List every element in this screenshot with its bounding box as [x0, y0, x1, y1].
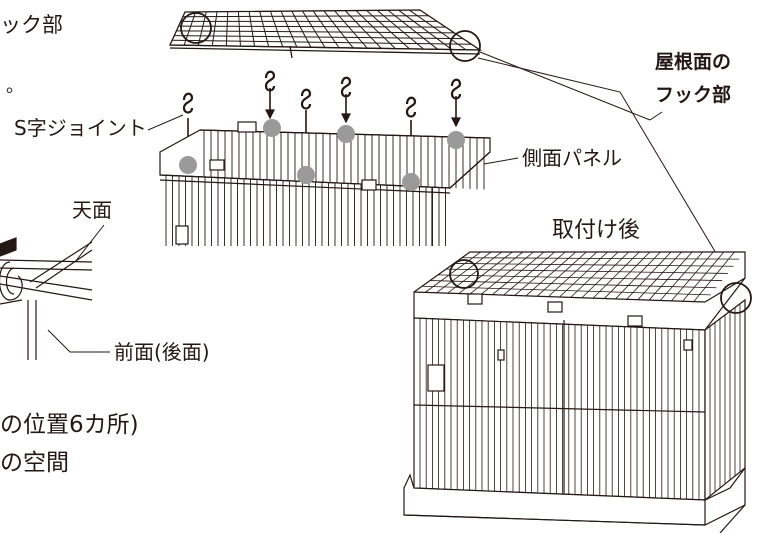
- roof-hook-circle-right: [449, 30, 481, 62]
- roof-panel: [168, 9, 483, 59]
- joint-position-marker: [179, 156, 197, 174]
- label-front-back: 前面(後面): [114, 340, 210, 364]
- joint-position-marker: [402, 173, 420, 191]
- joint-position-marker: [297, 166, 315, 184]
- label-side-panel: 側面パネル: [522, 146, 622, 170]
- label-space-partial: の空間: [0, 450, 69, 476]
- label-s-joint: S字ジョイント: [14, 116, 147, 140]
- joint-position-marker: [337, 125, 355, 143]
- roof-hook-circle-left: [180, 12, 212, 44]
- label-left-punctuation: 。: [6, 76, 24, 97]
- s-joint-icon: [264, 70, 276, 92]
- roof-hook-circle-assembled-left: [449, 259, 479, 289]
- detail-inset: [0, 237, 93, 360]
- label-positions-partial: の位置6カ所): [0, 412, 139, 438]
- label-roof-hook-line2: フック部: [655, 84, 732, 106]
- label-top-face: 天面: [72, 198, 112, 222]
- arrow-head: [341, 113, 351, 124]
- joint-position-markers: [179, 119, 465, 191]
- arrow-head: [451, 117, 461, 128]
- joint-position-marker: [263, 119, 281, 137]
- roof-hook-circle-assembled-right: [720, 282, 752, 314]
- roof-hook-leaders: [477, 51, 736, 286]
- label-after-install: 取付け後: [552, 218, 641, 243]
- label-hook-part-partial: ック部: [0, 13, 63, 37]
- arrow-head: [265, 109, 275, 120]
- s-joint-icon: [450, 78, 462, 100]
- assembled-cage: [403, 251, 746, 533]
- s-joint-icon: [300, 88, 312, 110]
- s-joint-icon: [340, 76, 352, 98]
- side-panel-cage: [159, 121, 491, 246]
- s-joint-icon: [182, 92, 194, 114]
- label-roof-hook-line1: 屋根面の: [655, 51, 732, 73]
- s-joint-icon: [405, 96, 417, 118]
- joint-position-marker: [447, 131, 465, 149]
